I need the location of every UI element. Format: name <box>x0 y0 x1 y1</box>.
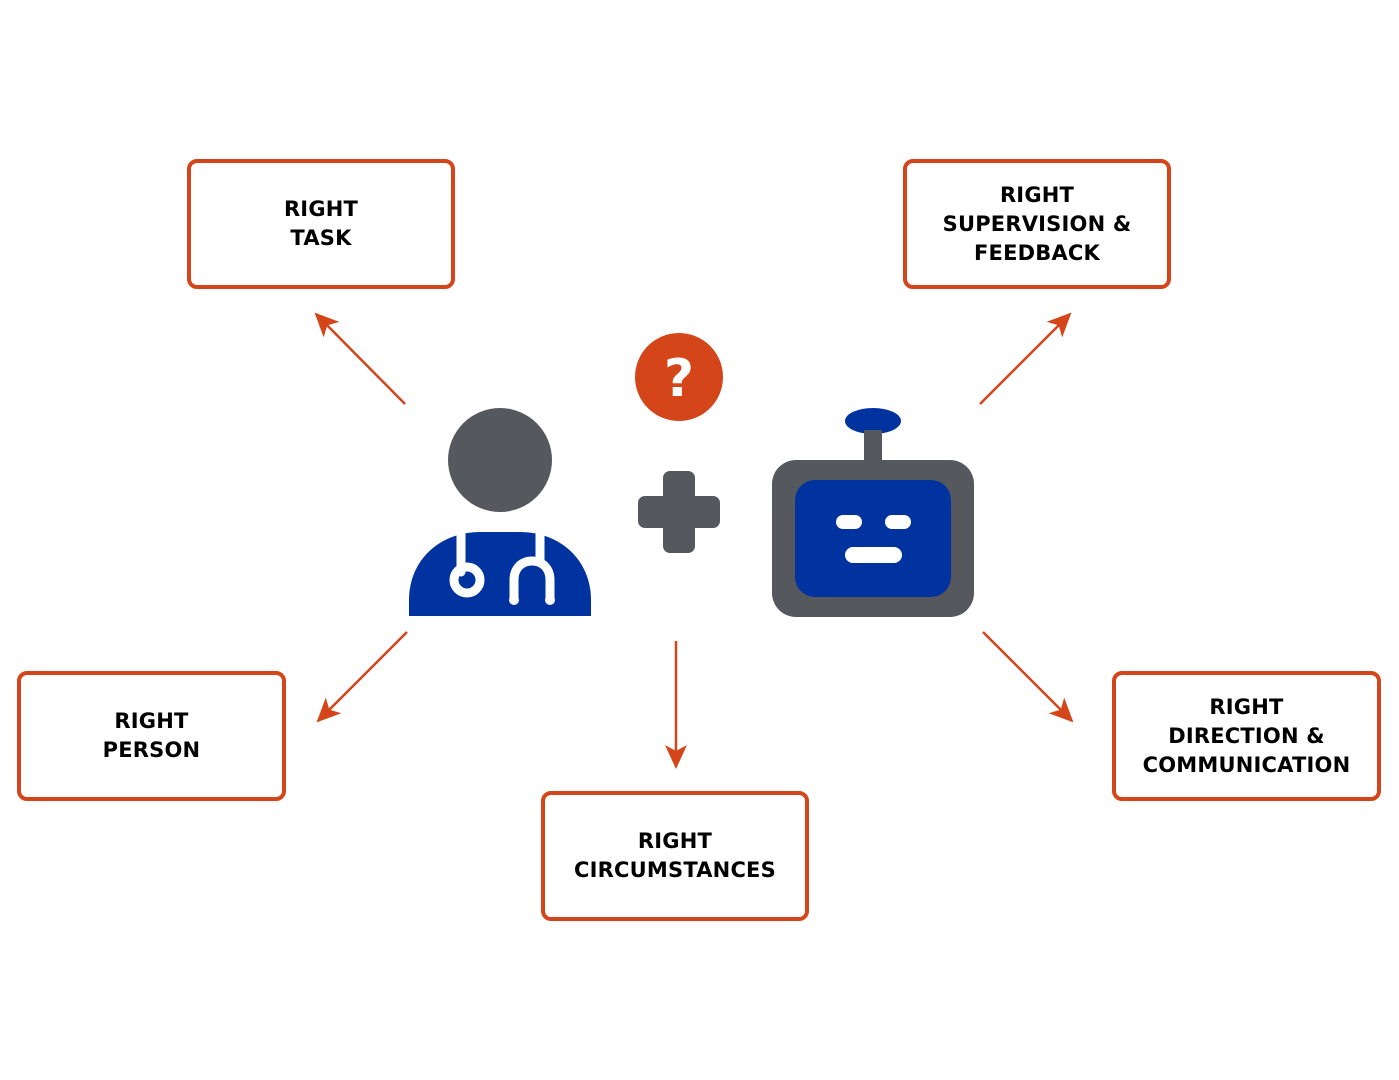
right-direction-communication-label: RIGHT DIRECTION & COMMUNICATION <box>1142 694 1351 777</box>
doctor-with-stethoscope-icon <box>409 408 591 616</box>
right-task-label: RIGHT TASK <box>283 197 359 250</box>
right-person-box: RIGHT PERSON <box>17 671 286 801</box>
question-glyph: ? <box>664 349 694 409</box>
arrow-to-person <box>316 631 408 723</box>
right-supervision-feedback-label: RIGHT SUPERVISION & FEEDBACK <box>942 182 1132 265</box>
question-mark-icon: ? <box>635 333 723 421</box>
right-task-box: RIGHT TASK <box>187 159 455 289</box>
right-person-label: RIGHT PERSON <box>102 709 201 762</box>
plus-icon <box>638 471 720 553</box>
right-supervision-feedback-box: RIGHT SUPERVISION & FEEDBACK <box>903 159 1171 289</box>
arrow-to-supervision <box>979 312 1072 405</box>
robot-icon <box>772 408 974 617</box>
arrow-to-task <box>314 312 406 405</box>
arrow-to-direction <box>982 631 1074 723</box>
right-circumstances-box: RIGHT CIRCUMSTANCES <box>541 791 809 921</box>
right-direction-communication-box: RIGHT DIRECTION & COMMUNICATION <box>1112 671 1381 801</box>
right-circumstances-label: RIGHT CIRCUMSTANCES <box>574 829 776 882</box>
